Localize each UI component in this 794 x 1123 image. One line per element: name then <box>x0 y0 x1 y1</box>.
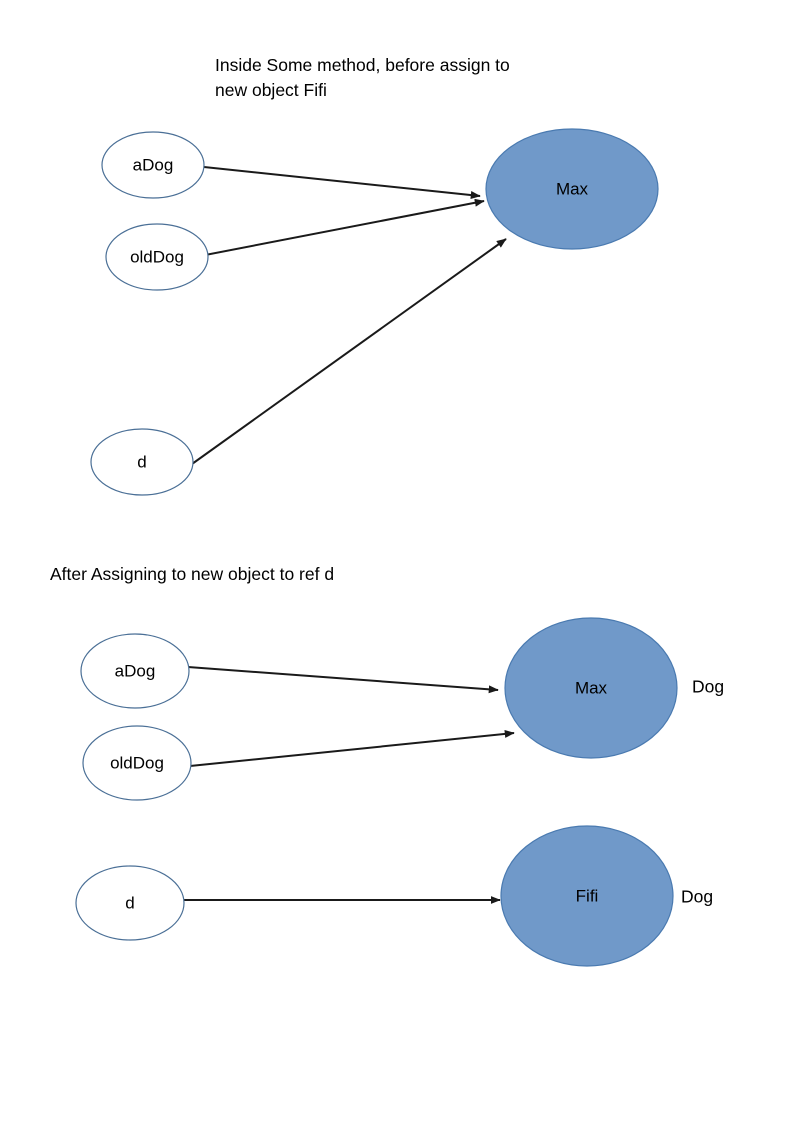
reference-ellipse[interactable] <box>82 725 192 801</box>
object-ellipse[interactable] <box>500 825 674 967</box>
object-node-max-before[interactable]: Max <box>485 128 659 250</box>
edge-olddog-to-max <box>199 198 485 257</box>
reference-node-label: d <box>125 893 134 912</box>
object-node-label: Fifi <box>576 886 599 905</box>
reference-ellipse[interactable] <box>90 428 194 496</box>
section-before: Inside Some method, before assign to new… <box>90 55 659 496</box>
edge-olddog-to-max <box>189 729 515 767</box>
object-node-max-after[interactable]: Max <box>504 617 678 759</box>
type-label-max: Dog <box>692 677 724 697</box>
reference-ellipse[interactable] <box>75 865 185 941</box>
object-node-label: Max <box>575 678 608 697</box>
section-before-title-line1: Inside Some method, before assign to <box>215 55 510 75</box>
reference-node-adog-after[interactable]: aDog <box>80 633 190 709</box>
section-after-title-line1: After Assigning to new object to ref d <box>50 564 334 584</box>
reference-node-d-before[interactable]: d <box>90 428 194 496</box>
reference-node-label: aDog <box>115 661 156 680</box>
edge-d-to-max <box>191 238 507 465</box>
object-ellipse[interactable] <box>485 128 659 250</box>
reference-node-label: oldDog <box>110 753 164 772</box>
reference-node-label: aDog <box>133 155 174 174</box>
reference-node-d-after[interactable]: d <box>75 865 185 941</box>
edge-adog-to-max <box>203 166 481 200</box>
object-ellipse[interactable] <box>504 617 678 759</box>
reference-node-label: d <box>137 452 146 471</box>
section-before-title-line2: new object Fifi <box>215 80 327 100</box>
reference-node-olddog-after[interactable]: oldDog <box>82 725 192 801</box>
type-label-fifi: Dog <box>681 887 713 907</box>
reference-ellipse[interactable] <box>101 131 205 199</box>
reference-node-label: oldDog <box>130 247 184 266</box>
reference-ellipse[interactable] <box>80 633 190 709</box>
reference-node-adog-before[interactable]: aDog <box>101 131 205 199</box>
section-after: After Assigning to new object to ref d M… <box>50 564 724 967</box>
edge-adog-to-max <box>187 666 499 694</box>
object-node-label: Max <box>556 179 589 198</box>
reference-node-olddog-before[interactable]: oldDog <box>105 223 209 291</box>
reference-ellipse[interactable] <box>105 223 209 291</box>
object-node-fifi-after[interactable]: Fifi <box>500 825 674 967</box>
